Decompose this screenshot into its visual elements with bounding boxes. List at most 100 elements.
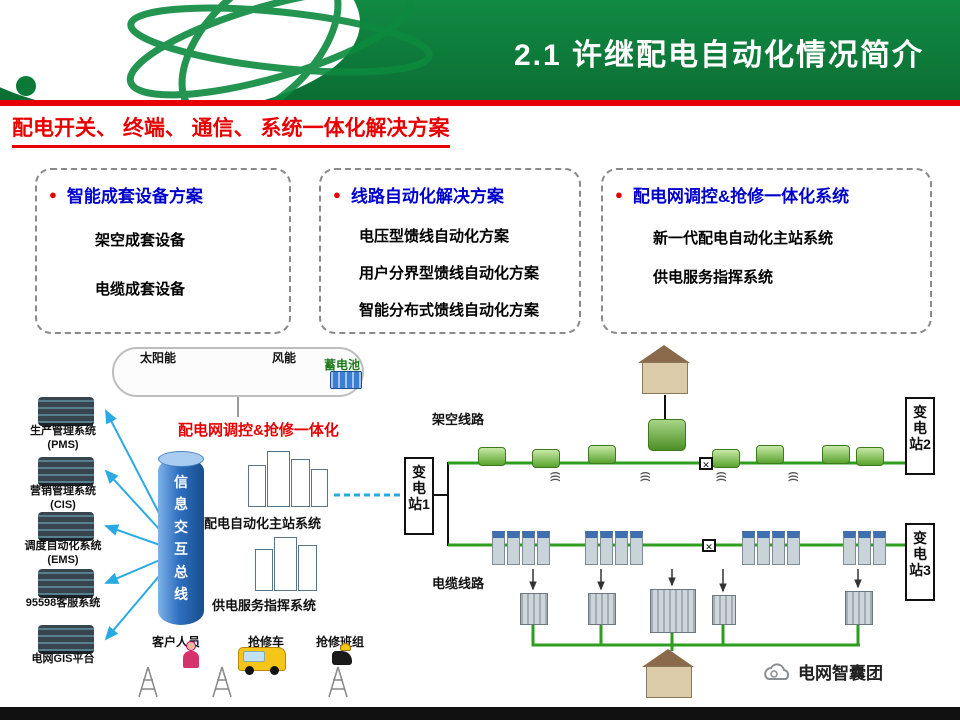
- cabinet-panel: [858, 531, 871, 565]
- system-label-gis: 电网GIS平台: [31, 653, 95, 665]
- header-red-divider: [0, 100, 960, 106]
- switch-x-icon: ✕: [699, 457, 713, 470]
- van-wheel: [270, 666, 279, 675]
- brand-name: 电网智囊团: [798, 664, 883, 683]
- cabinet-panel: [522, 531, 535, 565]
- info-bus-label: 信息交互总线: [174, 474, 188, 602]
- transformer-box-icon: [712, 595, 736, 625]
- substation-3-box: 变电站3: [905, 523, 935, 601]
- customer-person-icon: [186, 641, 196, 651]
- solution-box-dispatch-system: ● 配电网调控&抢修一体化系统 新一代配电自动化主站系统 供电服务指挥系统: [601, 168, 932, 334]
- footer-black-bar: [0, 707, 960, 720]
- box-item: 架空成套设备: [95, 232, 186, 249]
- ring-main-unit-icon: [585, 531, 643, 565]
- subtitle: 配电开关、 终端、 通信、 系统一体化解决方案: [12, 112, 450, 148]
- cabinet-panel: [585, 531, 598, 565]
- transformer-box-icon: [520, 593, 548, 625]
- network-diagram: 太阳能 风能 蓄电池 生产管理系统 (PMS) 营销管理系统 (CIS) 调度自…: [0, 345, 960, 706]
- brand-watermark: 电网智囊团: [762, 659, 883, 684]
- box-title-row: ● 线路自动化解决方案: [333, 182, 567, 207]
- cabinet-panel: [843, 531, 856, 565]
- header-dot-icon: [16, 76, 36, 96]
- cabinet-panel: [757, 531, 770, 565]
- bullet-icon: ●: [333, 187, 341, 202]
- line-switch-icon: [478, 447, 506, 466]
- box-item: 新一代配电自动化主站系统: [653, 230, 834, 247]
- building-icon: [274, 537, 297, 591]
- box-title: 智能成套设备方案: [66, 187, 203, 206]
- building-icon: [311, 469, 328, 507]
- service-station-label: 供电服务指挥系统: [212, 598, 317, 613]
- ring-main-unit-icon: [742, 531, 800, 565]
- solution-box-line-automation: ● 线路自动化解决方案 电压型馈线自动化方案 用户分界型馈线自动化方案 智能分布…: [319, 168, 581, 334]
- info-bus-cylinder: [158, 457, 204, 625]
- cabinet-panel: [873, 531, 886, 565]
- cloud-shape: [112, 347, 364, 397]
- building-icon: [291, 459, 310, 507]
- bullet-icon: ●: [49, 187, 57, 202]
- cabinet-panel: [772, 531, 785, 565]
- transformer-box-icon: [588, 593, 616, 625]
- cabinet-panel: [600, 531, 613, 565]
- cabinet-panel: [615, 531, 628, 565]
- battery-label: 蓄电池: [324, 358, 361, 372]
- substation-2-box: 变电站2: [905, 397, 935, 475]
- ring-main-unit-icon: [492, 531, 550, 565]
- page-title: 2.1 许继配电自动化情况简介: [513, 39, 924, 72]
- server-icon-pms: [38, 397, 94, 426]
- line-switch-icon: [588, 445, 616, 464]
- cabinet-panel: [492, 531, 505, 565]
- worker-helmet-icon: [340, 643, 351, 651]
- cabinet-panel: [787, 531, 800, 565]
- house-roof-icon: [638, 345, 690, 363]
- van-window: [243, 651, 265, 662]
- cabinet-panel: [742, 531, 755, 565]
- server-icon-95598: [38, 569, 94, 598]
- master-station-label: 配电自动化主站系统: [204, 516, 322, 531]
- battery-icon: [330, 371, 362, 389]
- signal-icon: (((: [787, 471, 799, 482]
- brand-logo-icon: [764, 662, 790, 680]
- building-icon: [255, 549, 273, 591]
- line-switch-icon: [756, 445, 784, 464]
- solar-label: 太阳能: [140, 351, 177, 365]
- switch-x-icon: ✕: [702, 539, 716, 552]
- cable-line-label: 电缆线路: [432, 576, 485, 591]
- substation-1-box: 变电站1: [404, 457, 434, 535]
- house-icon: [642, 362, 688, 394]
- header-bar: 2.1 许继配电自动化情况简介: [0, 0, 960, 100]
- box-item: 供电服务指挥系统: [653, 269, 774, 286]
- building-icon: [298, 545, 317, 591]
- box-title: 线路自动化解决方案: [350, 187, 504, 206]
- box-title: 配电网调控&抢修一体化系统: [632, 187, 850, 206]
- house-icon: [646, 666, 692, 698]
- bullet-icon: ●: [615, 187, 623, 202]
- info-bus-cylinder-top: [158, 451, 204, 467]
- cabinet-panel: [537, 531, 550, 565]
- cabinet-panel: [630, 531, 643, 565]
- system-label-cis: 营销管理系统 (CIS): [30, 485, 96, 511]
- signal-icon: (((: [549, 471, 561, 482]
- ring-main-unit-icon: [843, 531, 886, 565]
- wind-label: 风能: [272, 351, 297, 365]
- dispatch-repair-label: 配电网调控&抢修一体化: [178, 422, 339, 439]
- system-label-ems: 调度自动化系统 (EMS): [24, 540, 102, 566]
- globe-icon: [126, 0, 433, 100]
- transformer-box-icon: [845, 591, 873, 625]
- overhead-line-label: 架空线路: [432, 412, 485, 427]
- signal-icon: (((: [639, 471, 651, 482]
- signal-icon: (((: [715, 471, 727, 482]
- system-label-95598: 95598客服系统: [25, 597, 101, 609]
- box-item: 智能分布式馈线自动化方案: [359, 302, 540, 319]
- repair-crew-label: 抢修班组: [316, 635, 365, 649]
- server-icon-ems: [38, 512, 94, 541]
- building-icon: [248, 465, 266, 507]
- box-item: 电缆成套设备: [95, 281, 186, 298]
- diagram-lines: [104, 393, 905, 698]
- line-switch-icon: [712, 449, 740, 468]
- box-title-row: ● 智能成套设备方案: [49, 182, 277, 207]
- building-icon: [267, 451, 290, 507]
- line-switch-icon: [822, 445, 850, 464]
- box-item: 用户分界型馈线自动化方案: [359, 265, 540, 282]
